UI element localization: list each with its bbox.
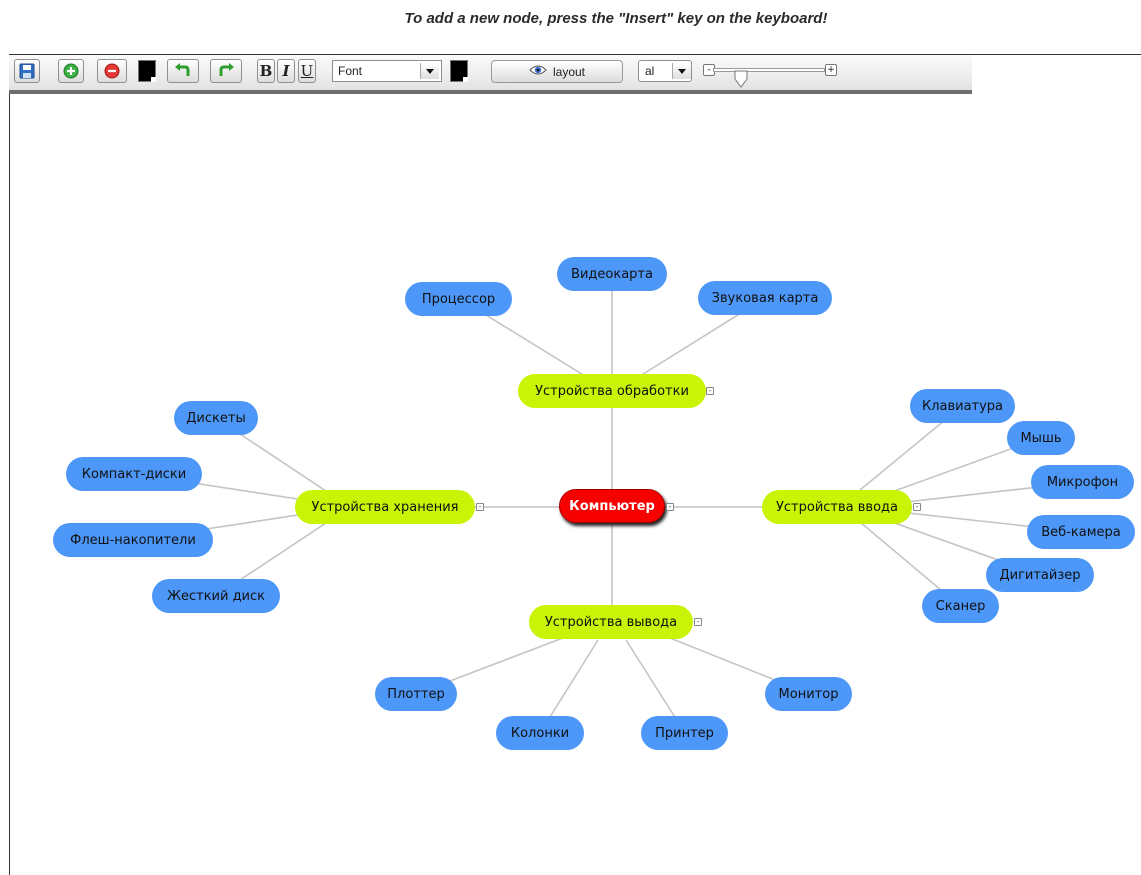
leaf-node[interactable]: Монитор: [765, 677, 852, 711]
remove-node-icon: [104, 63, 120, 79]
chevron-down-icon: [420, 63, 439, 79]
collapse-toggle[interactable]: -: [913, 503, 921, 511]
font-select[interactable]: Font: [332, 60, 442, 82]
redo-icon: [217, 63, 235, 79]
underline-button[interactable]: U: [298, 59, 316, 83]
collapse-toggle[interactable]: -: [694, 618, 702, 626]
collapse-toggle[interactable]: -: [706, 387, 714, 395]
leaf-node[interactable]: Компакт-диски: [66, 457, 202, 491]
remove-node-button[interactable]: [97, 59, 127, 83]
zoom-slider-track[interactable]: [713, 68, 825, 72]
underline-icon: U: [300, 61, 314, 80]
align-select[interactable]: al: [638, 60, 692, 82]
layout-button[interactable]: layout: [491, 60, 623, 83]
zoom-slider-thumb[interactable]: [733, 70, 749, 92]
zoom-in-button[interactable]: +: [825, 64, 837, 76]
leaf-node[interactable]: Звуковая карта: [698, 281, 832, 315]
collapse-toggle[interactable]: -: [666, 503, 674, 511]
leaf-node[interactable]: Веб-камера: [1027, 515, 1135, 549]
leaf-node[interactable]: Дискеты: [174, 401, 258, 435]
branch-node-processing[interactable]: Устройства обработки: [518, 374, 706, 408]
mindmap-canvas[interactable]: [9, 54, 1141, 875]
node-color-picker[interactable]: [138, 60, 156, 82]
undo-icon: [174, 63, 192, 79]
add-node-icon: [63, 63, 79, 79]
leaf-node[interactable]: Микрофон: [1031, 465, 1134, 499]
leaf-node[interactable]: Колонки: [496, 716, 584, 750]
bold-button[interactable]: B: [257, 59, 275, 83]
font-select-value: Font: [338, 64, 363, 78]
add-node-button[interactable]: [58, 59, 84, 83]
leaf-node[interactable]: Сканер: [922, 589, 999, 623]
leaf-node[interactable]: Процессор: [405, 282, 512, 316]
align-select-value: al: [645, 64, 655, 78]
collapse-toggle[interactable]: -: [476, 503, 484, 511]
text-color-picker[interactable]: [450, 60, 468, 82]
leaf-node[interactable]: Видеокарта: [557, 257, 667, 291]
leaf-node[interactable]: Дигитайзер: [986, 558, 1094, 592]
save-button[interactable]: [14, 59, 40, 83]
layout-label: layout: [552, 64, 586, 79]
italic-button[interactable]: I: [277, 59, 295, 83]
leaf-node[interactable]: Мышь: [1007, 421, 1075, 455]
leaf-node[interactable]: Плоттер: [375, 677, 457, 711]
leaf-node[interactable]: Клавиатура: [910, 389, 1015, 423]
branch-node-output[interactable]: Устройства вывода: [529, 605, 693, 639]
bold-icon: B: [259, 61, 273, 80]
toolbar: B I U Font layout al - +: [9, 55, 972, 94]
undo-button[interactable]: [167, 59, 199, 83]
leaf-node[interactable]: Принтер: [641, 716, 728, 750]
leaf-node[interactable]: Флеш-накопители: [53, 523, 213, 557]
redo-button[interactable]: [210, 59, 242, 83]
branch-node-input[interactable]: Устройства ввода: [762, 490, 912, 524]
eye-icon: [529, 64, 547, 79]
leaf-node[interactable]: Жесткий диск: [152, 579, 280, 613]
root-node[interactable]: Компьютер: [559, 489, 665, 523]
chevron-down-icon: [672, 63, 691, 79]
instruction-text: To add a new node, press the "Insert" ke…: [404, 10, 828, 27]
save-icon: [19, 63, 35, 79]
branch-node-storage[interactable]: Устройства хранения: [295, 490, 475, 524]
italic-icon: I: [282, 61, 290, 80]
